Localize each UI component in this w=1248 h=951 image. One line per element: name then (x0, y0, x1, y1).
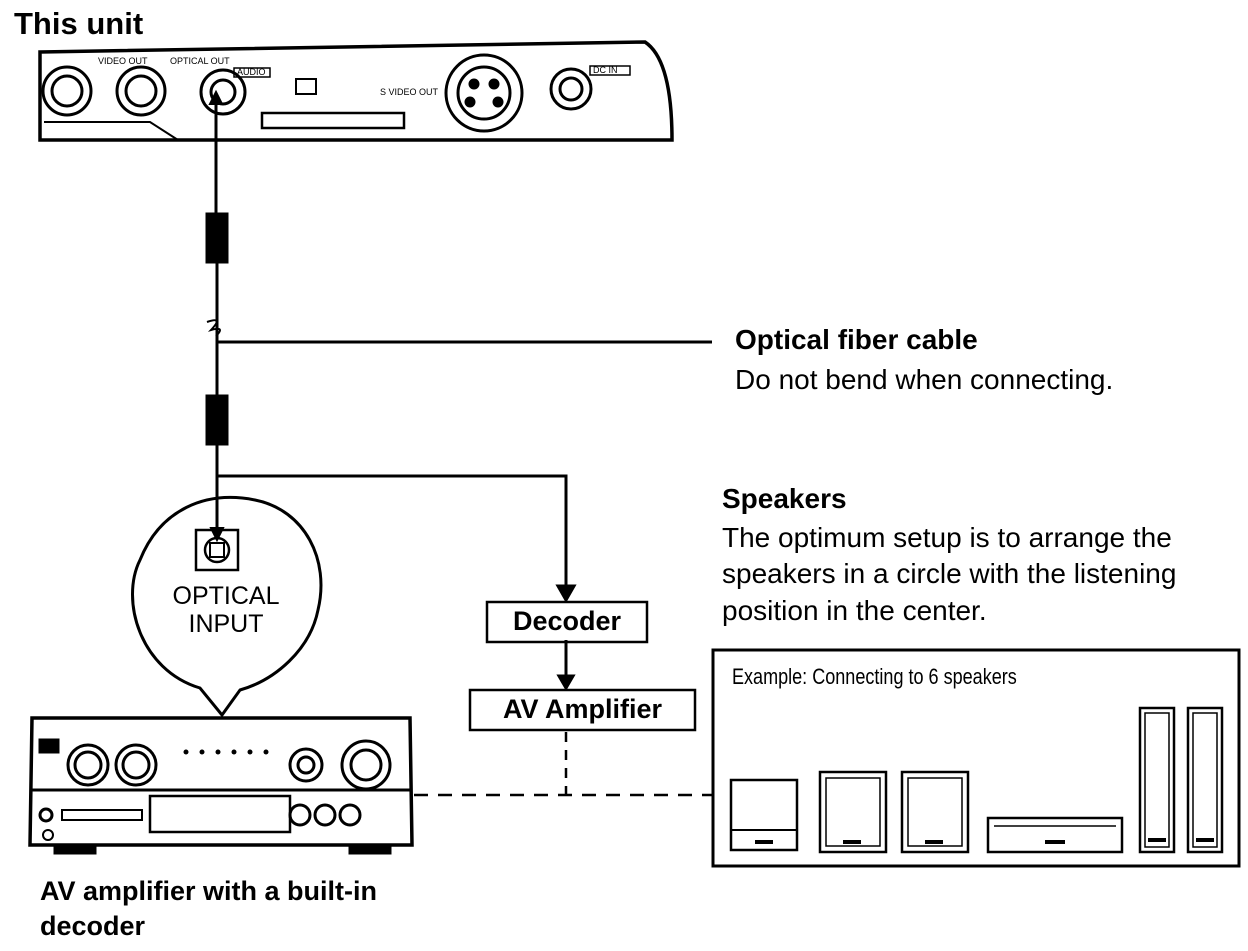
cable-title: Optical fiber cable (735, 324, 978, 355)
av-amplifier-icon (28, 716, 414, 855)
panel-label: VIDEO OUT (98, 56, 148, 66)
speakers-title: Speakers (722, 483, 847, 514)
dvd-unit-icon (38, 40, 674, 142)
decoder-box (485, 600, 649, 644)
panel-label: OPTICAL OUT (170, 56, 230, 66)
optical-jack-icon (194, 528, 240, 572)
amplifier-caption: AV amplifier with a built-in decoder (40, 876, 378, 942)
panel-label: DC IN (593, 65, 618, 75)
example-label: Example: Connecting to 6 speakers (732, 664, 1017, 689)
optical-input-label: OPTICAL INPUT (172, 582, 280, 638)
panel-label: S VIDEO OUT (380, 87, 439, 97)
av-amplifier-label: AV Amplifier (502, 694, 663, 724)
this-unit-label: This unit (14, 6, 144, 41)
av-amplifier-box (468, 688, 697, 732)
speaker-example-box (711, 648, 1241, 868)
decoder-label: Decoder (512, 606, 622, 636)
cable-note: Do not bend when connecting. (735, 364, 1114, 395)
optical-cable (205, 89, 712, 543)
panel-label: AUDIO (237, 67, 266, 77)
speaker-icon (729, 706, 1224, 854)
speakers-description: The optimum setup is to arrange the spea… (722, 522, 1177, 626)
